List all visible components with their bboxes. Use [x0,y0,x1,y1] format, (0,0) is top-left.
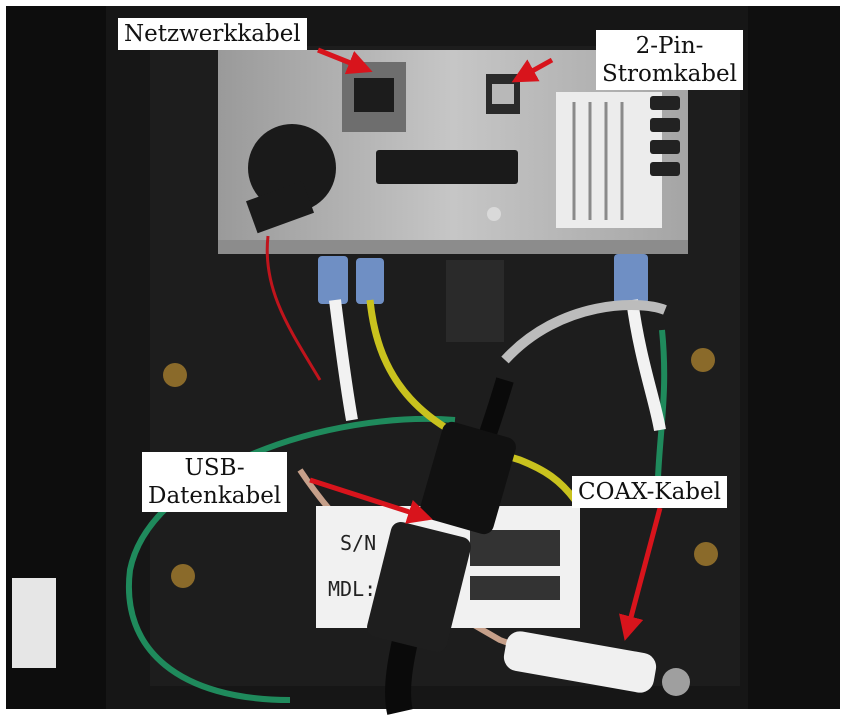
red-wire [265,235,322,381]
ribbon-connector [376,150,518,184]
usb-plug [420,421,516,535]
brass-screw [163,363,187,387]
board-vent-slot [650,118,680,132]
coin-battery [248,124,336,212]
label-sn-text: S/N [340,531,376,555]
white-corner-sticker [12,578,56,668]
green-ground-cable [125,416,456,703]
network-port-opening [354,78,394,112]
callout-usb-cable-line2: Datenkabel [148,483,282,509]
board-vent-slot [650,162,680,176]
callout-usb-cable: USB- Datenkabel [142,452,288,512]
callout-network-cable-text: Netzwerkkabel [124,21,301,47]
dark-bracket [446,260,504,342]
blue-connector [614,254,648,304]
model-sticker [556,92,662,228]
brass-screw [171,564,195,588]
arrow-coax [619,507,663,641]
callout-power-cable-line2: Stromkabel [602,61,737,87]
power-port-opening [492,84,514,104]
blue-connector [318,256,348,304]
board-vent-slot [650,140,680,154]
board-bottom-edge [218,240,688,254]
white-sleeved-cable [626,299,666,432]
barcode [470,530,560,566]
barcode [470,576,560,600]
usb-connector [367,521,471,653]
callout-power-cable-line1: 2-Pin- [635,33,704,59]
callout-power-cable: 2-Pin- Stromkabel [596,30,743,90]
housing-right-wall [748,6,840,709]
blue-connector [356,258,384,304]
callout-network-cable: Netzwerkkabel [118,18,307,50]
braided-cable [501,300,667,364]
label-mdl-text: MDL: [328,577,376,601]
brass-screw [694,542,718,566]
board-screw [487,207,501,221]
arrow-power [511,57,554,83]
arrow-usb [309,477,433,524]
callout-usb-cable-line1: USB- [184,455,245,481]
board-vent-slot [650,96,680,110]
callout-coax-cable-text: COAX-Kabel [578,479,721,505]
green-ground-cable [655,329,668,479]
callout-coax-cable: COAX-Kabel [572,476,727,508]
brass-screw [691,348,715,372]
coax-connector [662,668,690,696]
coax-white-sleeve [503,631,657,693]
white-sleeved-cable [329,299,358,422]
arrow-network [317,47,373,75]
battery-wrap [245,180,315,234]
